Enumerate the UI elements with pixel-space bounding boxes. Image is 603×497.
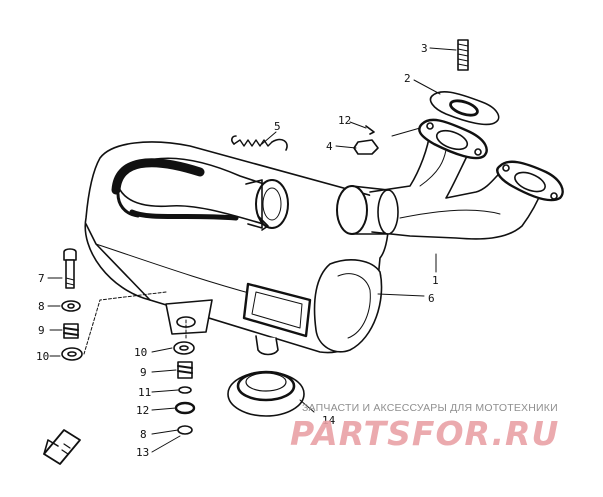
watermark-caption: ЗАПЧАСТИ И АКСЕССУАРЫ ДЛЯ МОТОТЕХНИКИ xyxy=(302,402,558,414)
callout-6: 6 xyxy=(428,292,435,305)
collar-left xyxy=(61,347,83,361)
callout-2: 2 xyxy=(404,72,411,85)
washer-center xyxy=(173,341,195,355)
callout-labels: 3 2 12 4 5 1 6 7 8 9 10 10 9 11 12 8 13 … xyxy=(36,42,439,459)
stud xyxy=(457,39,469,71)
callout-4: 4 xyxy=(326,140,333,153)
tension-spring xyxy=(231,135,288,151)
callout-7: 7 xyxy=(38,272,45,285)
callout-10-left: 10 xyxy=(36,350,49,363)
callout-12-center: 12 xyxy=(136,404,149,417)
flange-nut xyxy=(353,139,379,155)
callout-8-left: 8 xyxy=(38,300,45,313)
bolt xyxy=(63,248,77,289)
watermark-brand: PARTSFOR.RU xyxy=(290,414,560,453)
front-direction-arrow xyxy=(43,429,81,465)
callout-3: 3 xyxy=(421,42,428,55)
callout-9-left: 9 xyxy=(38,324,45,337)
damper-center xyxy=(177,361,193,379)
callout-9-center: 9 xyxy=(140,366,147,379)
damper-left xyxy=(63,323,79,339)
spring-washer xyxy=(365,125,375,135)
joint-gasket xyxy=(227,370,305,417)
washer-left xyxy=(61,300,81,312)
callout-10-center: 10 xyxy=(134,346,147,359)
leader-lines xyxy=(47,47,457,453)
exhaust-flanges xyxy=(418,118,564,202)
callout-5: 5 xyxy=(274,120,281,133)
callout-12-top: 12 xyxy=(338,114,351,127)
muffler-inlet-pipe xyxy=(111,157,289,231)
callout-14: 14 xyxy=(322,414,336,427)
gasket xyxy=(429,90,500,126)
callout-11: 11 xyxy=(138,386,151,399)
callout-8-center: 8 xyxy=(140,428,147,441)
spacer-center xyxy=(178,386,192,394)
lock-washer-center xyxy=(174,401,196,415)
flat-washer-center xyxy=(177,425,193,435)
callout-1: 1 xyxy=(432,274,439,287)
callout-13: 13 xyxy=(136,446,149,459)
exhaust-pipe xyxy=(336,131,545,240)
